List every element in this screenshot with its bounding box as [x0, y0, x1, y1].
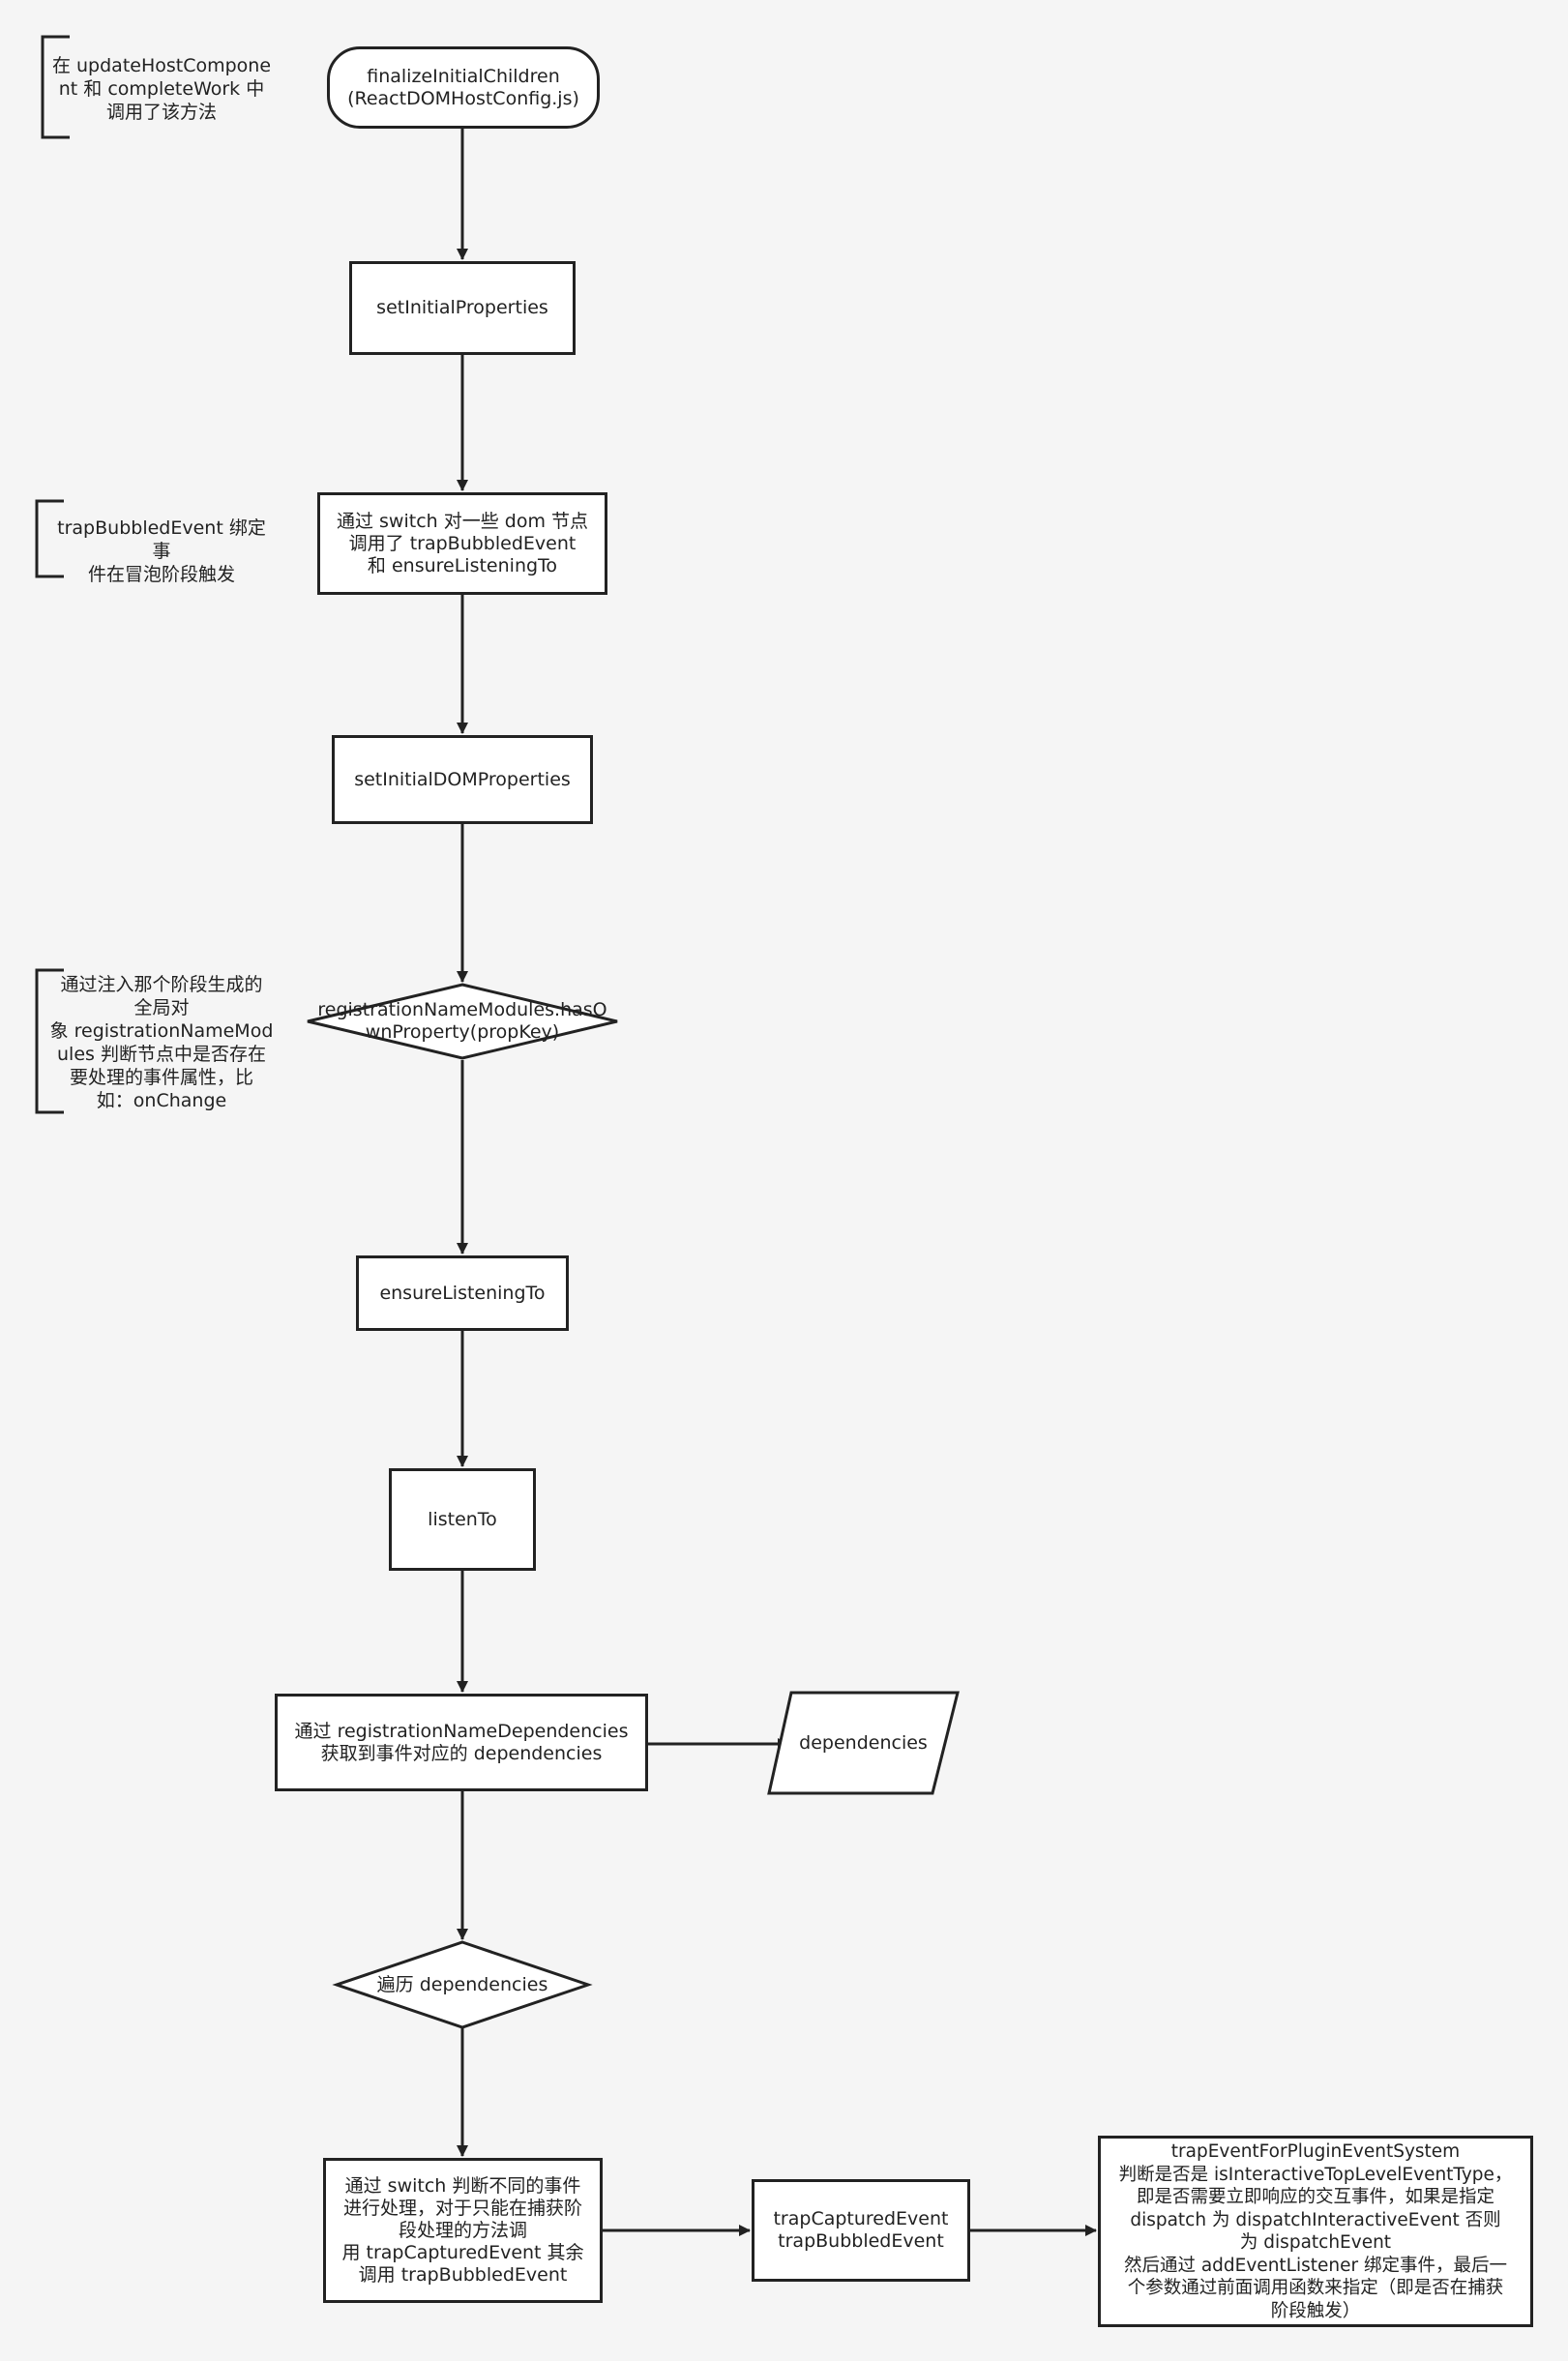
node-switch-events-label: 通过 switch 判断不同的事件 进行处理，对于只能在捕获阶 段处理的方法调 …	[341, 2174, 584, 2286]
node-finalize-label: finalizeInitialChildren (ReactDOMHostCon…	[347, 65, 579, 109]
note-registration-name-modules: 通过注入那个阶段生成的 全局对 象 registrationNameMod ul…	[49, 974, 274, 1111]
node-trap-events: trapCapturedEvent trapBubbledEvent	[752, 2179, 970, 2282]
node-trap-plugin-label: trapEventForPluginEventSystem 判断是否是 isIn…	[1118, 2141, 1513, 2321]
decision-iterate-dependencies: 遍历 dependencies	[337, 1942, 588, 2027]
note-trap-bubbled-event: trapBubbledEvent 绑定事 件在冒泡阶段触发	[57, 517, 266, 585]
decision-iterate-label: 遍历 dependencies	[376, 1973, 548, 1995]
node-set-initial-properties: setInitialProperties	[349, 261, 576, 355]
decision-has-own-label: registrationNameModules.hasO wnProperty(…	[317, 999, 607, 1043]
node-get-dependencies: 通过 registrationNameDependencies 获取到事件对应的…	[275, 1694, 648, 1791]
bracket-note-update	[41, 35, 70, 139]
node-get-dependencies-label: 通过 registrationNameDependencies 获取到事件对应的…	[294, 1720, 629, 1764]
decision-has-own-property: registrationNameModules.hasO wnProperty(…	[308, 985, 617, 1058]
bracket-note-trap-bubbled	[35, 499, 64, 578]
node-set-initial-dom-label: setInitialDOMProperties	[354, 768, 571, 790]
node-set-initial-properties-label: setInitialProperties	[376, 297, 548, 318]
bracket-note-registration	[35, 968, 64, 1114]
node-ensure-listening-label: ensureListeningTo	[379, 1282, 546, 1304]
node-switch-dom-label: 通过 switch 对一些 dom 节点 调用了 trapBubbledEven…	[336, 510, 588, 576]
node-listen-to: listenTo	[389, 1468, 536, 1571]
node-ensure-listening-to: ensureListeningTo	[356, 1255, 569, 1331]
node-switch-dom: 通过 switch 对一些 dom 节点 调用了 trapBubbledEven…	[317, 492, 607, 595]
node-finalize-initial-children: finalizeInitialChildren (ReactDOMHostCon…	[327, 46, 600, 129]
node-listen-to-label: listenTo	[428, 1508, 497, 1530]
data-dependencies-label: dependencies	[799, 1731, 928, 1754]
node-switch-events: 通过 switch 判断不同的事件 进行处理，对于只能在捕获阶 段处理的方法调 …	[323, 2158, 603, 2303]
note-update-host-component: 在 updateHostCompone nt 和 completeWork 中 …	[51, 55, 272, 123]
decision-iterate-shape	[332, 1940, 593, 2029]
node-set-initial-dom-properties: setInitialDOMProperties	[332, 735, 593, 824]
data-dependencies-shape	[767, 1691, 960, 1795]
decision-hasown-shape	[307, 983, 618, 1060]
data-dependencies: dependencies	[769, 1693, 958, 1793]
node-trap-events-label: trapCapturedEvent trapBubbledEvent	[773, 2208, 949, 2252]
node-trap-plugin-event-system: trapEventForPluginEventSystem 判断是否是 isIn…	[1098, 2136, 1533, 2327]
